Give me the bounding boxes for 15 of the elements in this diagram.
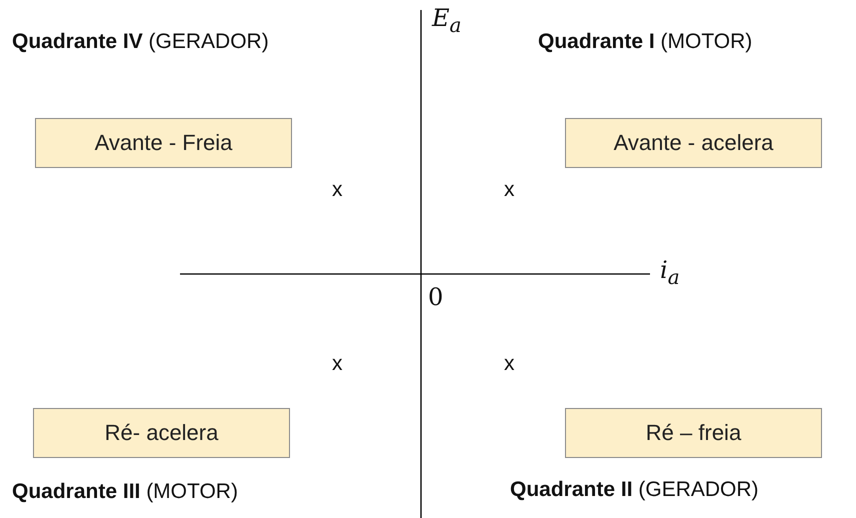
- x-mark: x: [504, 352, 514, 376]
- axis-label: E$_{a}$: [432, 4, 462, 37]
- axis-label: i$_{a}$: [660, 256, 680, 289]
- label-box: Ré – freia: [565, 408, 822, 458]
- heading: Quadrante I (MOTOR): [538, 30, 752, 54]
- label-box: Avante - acelera: [565, 118, 822, 168]
- heading: Quadrante IV (GERADOR): [12, 30, 269, 54]
- x-mark: x: [332, 352, 342, 376]
- origin-label: 0: [428, 283, 444, 311]
- label-box: Ré- acelera: [33, 408, 290, 458]
- label-box: Avante - Freia: [35, 118, 292, 168]
- x-mark: x: [504, 178, 514, 202]
- x-mark: x: [332, 178, 342, 202]
- heading: Quadrante III (MOTOR): [12, 480, 238, 504]
- heading: Quadrante II (GERADOR): [510, 478, 759, 502]
